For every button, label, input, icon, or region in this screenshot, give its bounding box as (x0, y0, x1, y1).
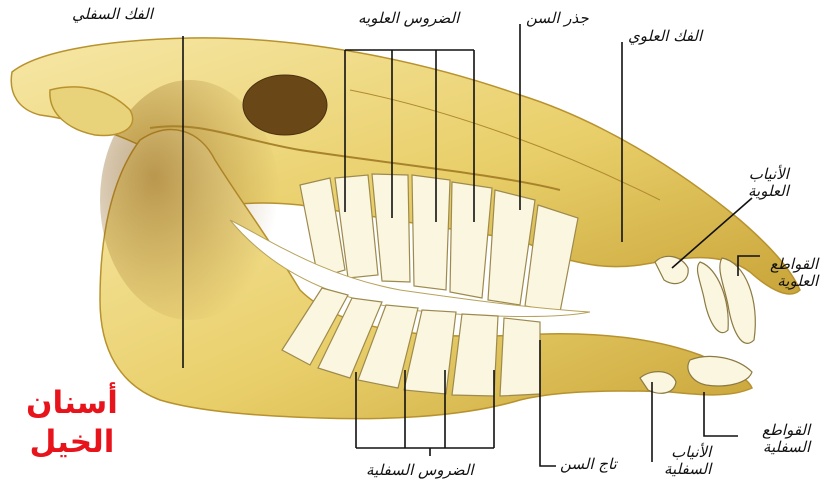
label-lower-molars: الضروس السفلية (366, 462, 474, 479)
diagram-title-line2: الخيل (26, 423, 118, 462)
lower-incisor (688, 356, 752, 386)
upper-molar (450, 182, 492, 298)
leader-lower-incisors (704, 392, 738, 436)
label-upper-incisors: القواطع العلوية (770, 256, 818, 291)
lower-molar (452, 314, 498, 396)
label-upper-incisors-line2: العلوية (770, 273, 818, 290)
label-upper-canines-line2: العلوية (748, 183, 789, 200)
eye-socket (243, 75, 327, 135)
label-lower-jaw: الفك السفلي (72, 6, 153, 23)
label-lower-canines-line2: السفلية (664, 461, 711, 478)
upper-molar (412, 175, 450, 290)
diagram-title: أسنان الخيل (26, 384, 118, 462)
label-upper-jaw: الفك العلوي (628, 28, 702, 45)
label-upper-canines: الأنياب العلوية (748, 166, 789, 201)
label-tooth-root: جذر السن (526, 10, 589, 27)
upper-canine (655, 256, 688, 283)
label-upper-molars: الضروس العلويه (358, 10, 459, 27)
front-teeth (640, 256, 755, 393)
label-lower-incisors: القواطع السفلية (762, 422, 810, 457)
label-lower-incisors-line2: السفلية (762, 439, 810, 456)
lower-molar (500, 318, 540, 396)
label-upper-canines-line1: الأنياب (748, 166, 789, 183)
upper-molar (372, 174, 410, 282)
label-lower-incisors-line1: القواطع (762, 422, 810, 439)
label-upper-incisors-line1: القواطع (770, 256, 818, 273)
label-lower-canines-line1: الأنياب (664, 444, 711, 461)
label-lower-canines: الأنياب السفلية (664, 444, 711, 479)
label-tooth-crown: تاج السن (560, 456, 617, 473)
diagram-title-line1: أسنان (26, 384, 118, 423)
